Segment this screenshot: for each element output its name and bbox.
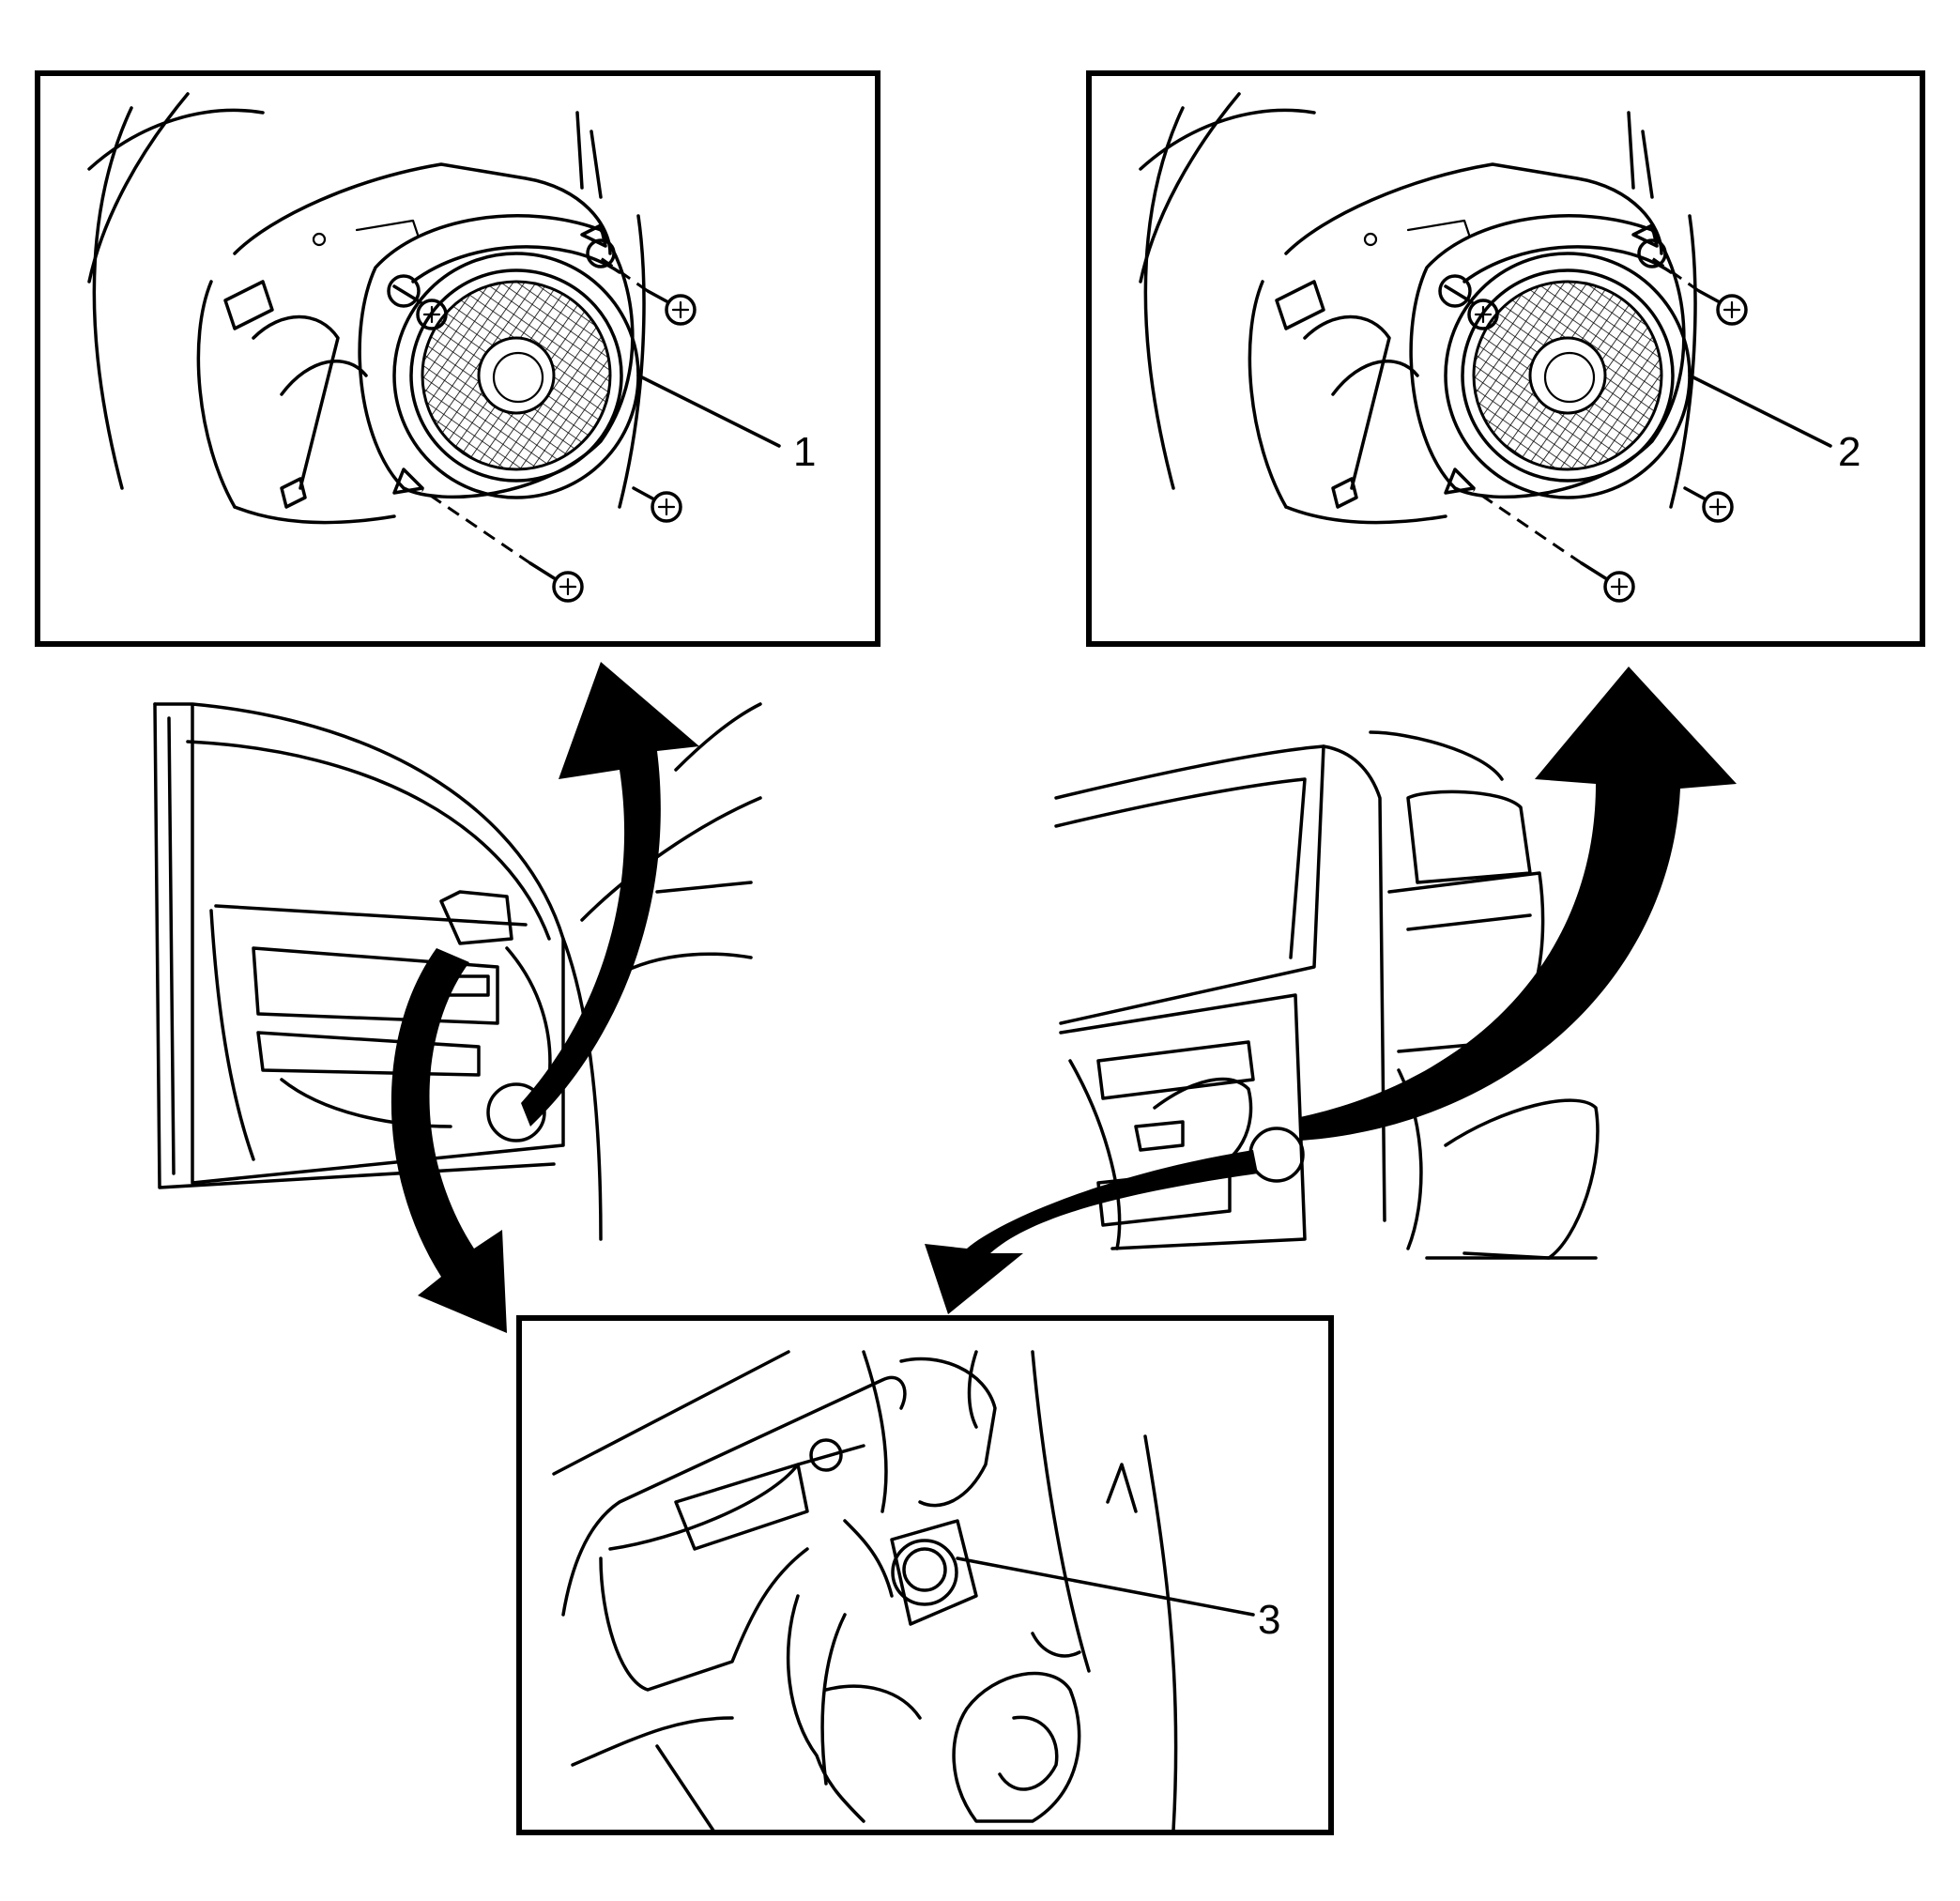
rear-door-overview [1054, 730, 1600, 1260]
callout-rear-speaker: 2 [1838, 429, 1860, 475]
leader-line-tweeter [956, 1556, 1255, 1617]
leader-line-front-speaker [636, 374, 781, 448]
arrow-rear-to-speaker-detail [1300, 667, 1737, 1141]
front-door-speaker-location [486, 1082, 546, 1142]
detail-frame-tweeter [516, 1315, 1334, 1835]
tweeter-detail: 3 [516, 1315, 1334, 1835]
callout-front-speaker: 1 [793, 429, 816, 475]
front-door-speaker-detail: 1 [35, 70, 880, 647]
rear-door-speaker-detail: 2 [1086, 70, 1925, 647]
leader-line-rear-speaker [1688, 374, 1832, 448]
callout-tweeter: 3 [1258, 1597, 1280, 1643]
arrow-front-to-speaker-detail [521, 662, 699, 1127]
arrow-rear-to-tweeter-detail [925, 1150, 1258, 1314]
rear-door-speaker-location [1248, 1127, 1305, 1183]
arrow-front-to-tweeter-detail [390, 948, 507, 1333]
tweeter-speaker [891, 1539, 958, 1606]
